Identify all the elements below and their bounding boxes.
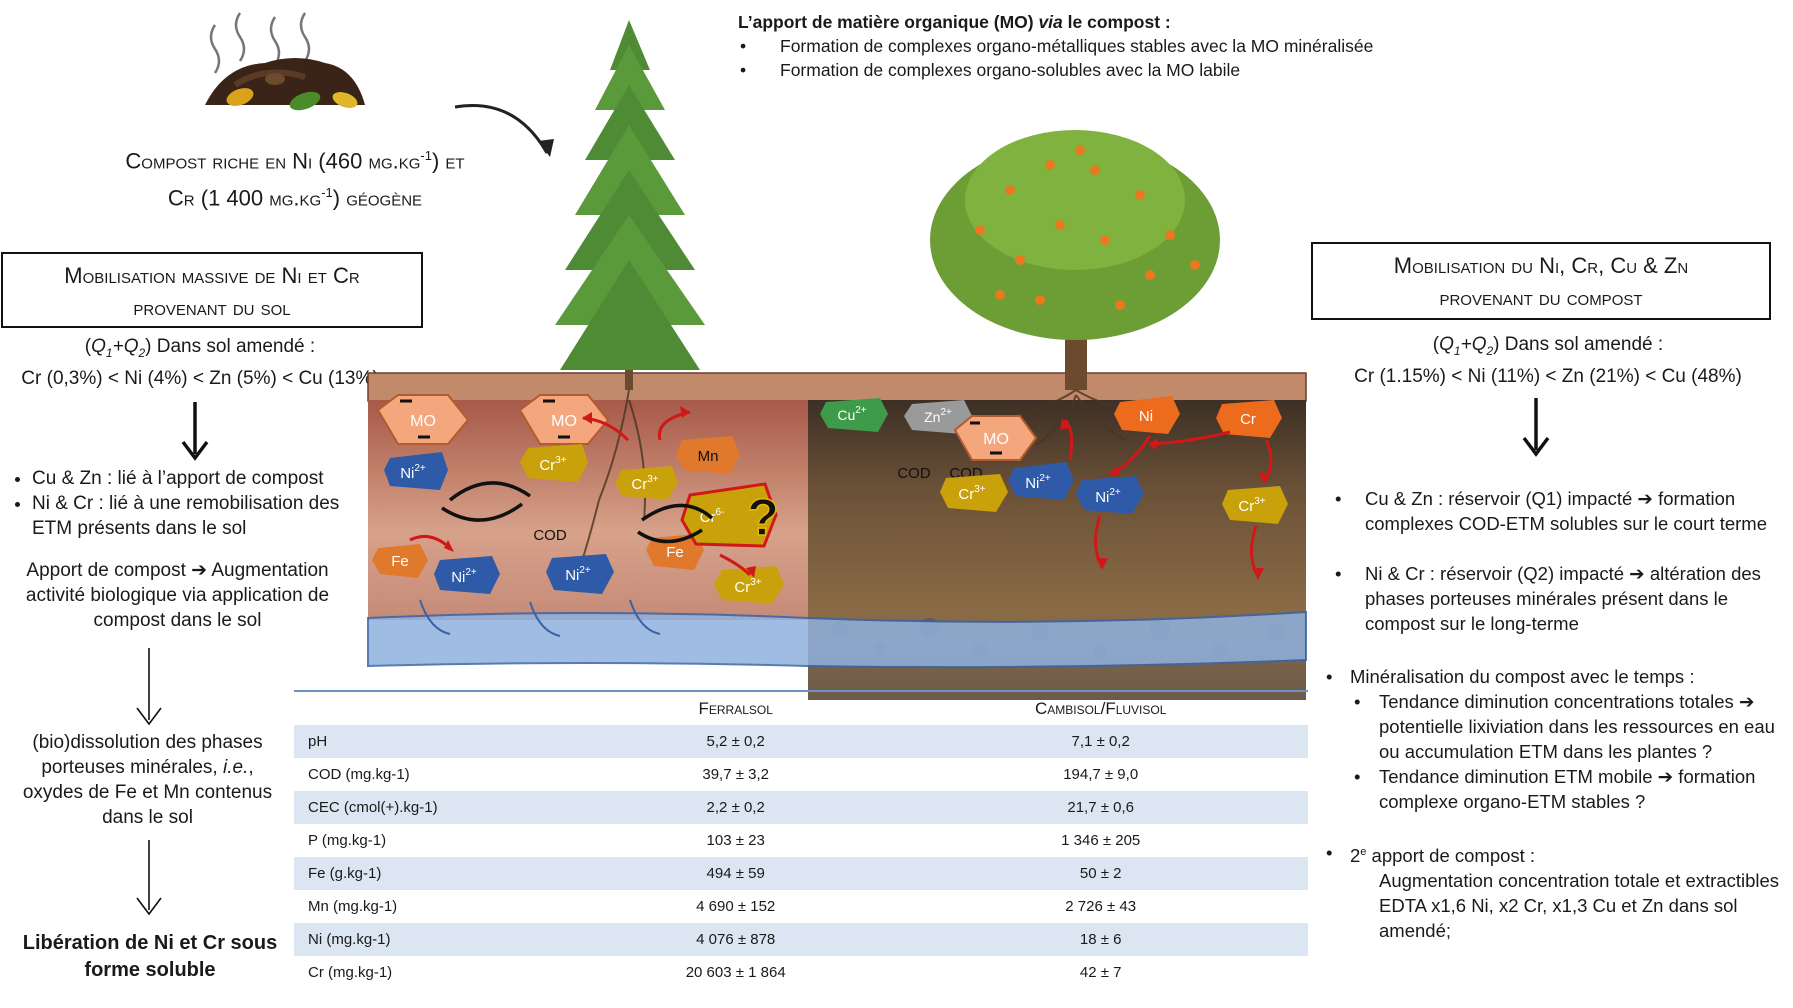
cod-label: COD: [897, 465, 931, 482]
left-bullets: Cu & Zn : lié à l’apport de compost Ni &…: [12, 466, 362, 541]
compost-pile-icon: [205, 12, 365, 111]
om-input-title: L’apport de matière organique (MO) via l…: [738, 12, 1171, 32]
right-bullet-4: •2e apport de compost : Augmentation con…: [1326, 842, 1780, 942]
right-bullet-1: •Cu & Zn : réservoir (Q1) impacté ➔ form…: [1335, 488, 1767, 534]
ni-particle: Ni: [1114, 396, 1180, 434]
table-row: COD (mg.kg-1) 39,7 ± 3,2 194,7 ± 9,0: [308, 766, 1139, 783]
table-row: Cr (mg.kg-1) 20 603 ± 1 864 42 ± 7: [308, 964, 1122, 981]
table-header-cell: Ferralsol: [698, 698, 773, 718]
svg-text:Fe: Fe: [666, 544, 684, 561]
right-quantities: (Q1+Q2) Dans sol amendé : Cr (1.15%) < N…: [1354, 334, 1742, 387]
right-subbullet: •Tendance diminution ETM mobile ➔ format…: [1354, 766, 1756, 812]
cycle-arrows: [441, 481, 714, 544]
right-subbullet: •Tendance diminution concentrations tota…: [1354, 691, 1775, 762]
svg-text:Cr3+: Cr3+: [734, 577, 761, 596]
table-header-cell: [294, 692, 578, 725]
svg-text:Cr3+: Cr3+: [1238, 496, 1265, 515]
table-row: Mn (mg.kg-1) 4 690 ± 152 2 726 ± 43: [308, 898, 1137, 915]
svg-text:Cr3+: Cr3+: [631, 474, 658, 493]
svg-text:Cr3+: Cr3+: [958, 484, 985, 503]
drainage-arrows: [419, 599, 661, 637]
left-bullet: Ni & Cr : lié à une remobilisation des E…: [32, 491, 362, 541]
om-input-item: •Formation de complexes organo-métalliqu…: [740, 36, 1374, 56]
cr-ion: Cr3+: [940, 474, 1008, 512]
om-input-block: L’apport de matière organique (MO) via l…: [738, 10, 1438, 82]
ni-ion: Ni2+: [546, 554, 614, 594]
om-input-item: •Formation de complexes organo-solubles …: [740, 60, 1241, 80]
svg-text:Ni: Ni: [1139, 408, 1153, 425]
zn-ion: Zn2+: [904, 400, 972, 434]
svg-text:MO: MO: [983, 431, 1009, 448]
left-title-box: Mobilisation massive de Ni et Cr provena…: [1, 252, 423, 328]
left-down-arrow-3: [136, 840, 162, 916]
left-down-arrow-1: [181, 402, 209, 461]
left-quantities: (Q1+Q2) Dans sol amendé : Cr (0,3%) < Ni…: [21, 336, 379, 389]
mn-particle: Mn: [676, 436, 740, 474]
svg-text:Ni2+: Ni2+: [565, 565, 591, 584]
question-mark: ?: [747, 489, 779, 547]
cod-label: COD: [533, 527, 567, 544]
compost-to-soil-arrow: [454, 104, 554, 157]
table-row: Fe (g.kg-1) 494 ± 59 50 ± 2: [294, 857, 1308, 890]
cu-ion: Cu2+: [820, 398, 888, 432]
right-title-box: Mobilisation du Ni, Cr, Cu & Zn provenan…: [1311, 242, 1771, 320]
right-bullet-3: •Minéralisation du compost avec le temps…: [1326, 664, 1786, 814]
svg-text:Mn: Mn: [698, 448, 719, 465]
soil-properties-table: Ferralsol Cambisol/Fluvisol pH 5,2 ± 0,2…: [294, 690, 1308, 989]
right-down-arrow: [1522, 398, 1550, 457]
fe-particle: Fe: [646, 534, 704, 570]
topsoil-strip: [367, 372, 1307, 402]
cr-ion: Cr3+: [714, 566, 784, 604]
ni-ion: Ni2+: [434, 556, 500, 594]
svg-text:Ni2+: Ni2+: [451, 567, 477, 586]
table-header-row: Ferralsol Cambisol/Fluvisol: [294, 692, 1308, 725]
table-header-cell: Cambisol/Fluvisol: [1034, 698, 1167, 718]
right-bullet-2: •Ni & Cr : réservoir (Q2) impacté ➔ alté…: [1335, 563, 1761, 634]
svg-text:Cr3+: Cr3+: [539, 455, 566, 474]
ni-ion: Ni2+: [1076, 476, 1144, 514]
left-bullet: Cu & Zn : lié à l’apport de compost: [32, 466, 362, 491]
svg-text:Fe: Fe: [391, 553, 409, 570]
fir-tree-icon: [555, 20, 705, 390]
cr-ion: Cr3+: [520, 444, 588, 482]
fe-particle: Fe: [372, 544, 428, 578]
left-down-arrow-2: [136, 648, 162, 726]
svg-text:Ni2+: Ni2+: [400, 463, 426, 482]
orange-tree-icon: [930, 130, 1220, 390]
mo-complex-3: MO: [953, 415, 1038, 461]
left-apport-text: Apport de compost ➔ Augmentation activit…: [25, 560, 330, 631]
svg-text:Zn2+: Zn2+: [924, 407, 952, 425]
ni-ion: Ni2+: [1008, 462, 1074, 500]
table-row: pH 5,2 ± 0,2 7,1 ± 0,2: [294, 725, 1308, 758]
soil-diagram: MO MO Ni2+ Cr3+ Cr3+ Mn Fe Ni2+ COD Ni2+…: [367, 20, 1307, 700]
svg-text:MO: MO: [551, 413, 577, 430]
svg-text:Ni2+: Ni2+: [1095, 487, 1121, 506]
cr-ion: Cr3+: [615, 466, 678, 500]
table-row: P (mg.kg-1) 103 ± 23 1 346 ± 205: [308, 832, 1141, 849]
svg-text:Cu2+: Cu2+: [837, 405, 866, 423]
water-table: [367, 610, 1307, 669]
mo-complex-1: MO: [376, 394, 470, 445]
compost-label: Compost riche en Ni (460 mg.kg-1) et Cr …: [125, 148, 465, 211]
table-row: Ni (mg.kg-1) 4 076 ± 878 18 ± 6: [294, 923, 1308, 956]
left-final-text: Libération de Ni et Cr sous forme solubl…: [22, 932, 278, 981]
ni-ion: Ni2+: [384, 452, 448, 490]
svg-text:Cr: Cr: [1240, 411, 1256, 428]
table-row: CEC (cmol(+).kg-1) 2,2 ± 0,2 21,7 ± 0,6: [294, 791, 1308, 824]
cr-particle: Cr: [1216, 400, 1282, 438]
svg-text:MO: MO: [410, 413, 436, 430]
mo-complex-2: MO: [518, 394, 610, 445]
cr-ion: Cr3+: [1222, 486, 1288, 524]
cr6-ion: Cr6- ?: [680, 482, 780, 548]
svg-text:Ni2+: Ni2+: [1025, 473, 1051, 492]
left-dissolution-text: (bio)dissolution des phases porteuses mi…: [22, 732, 273, 828]
